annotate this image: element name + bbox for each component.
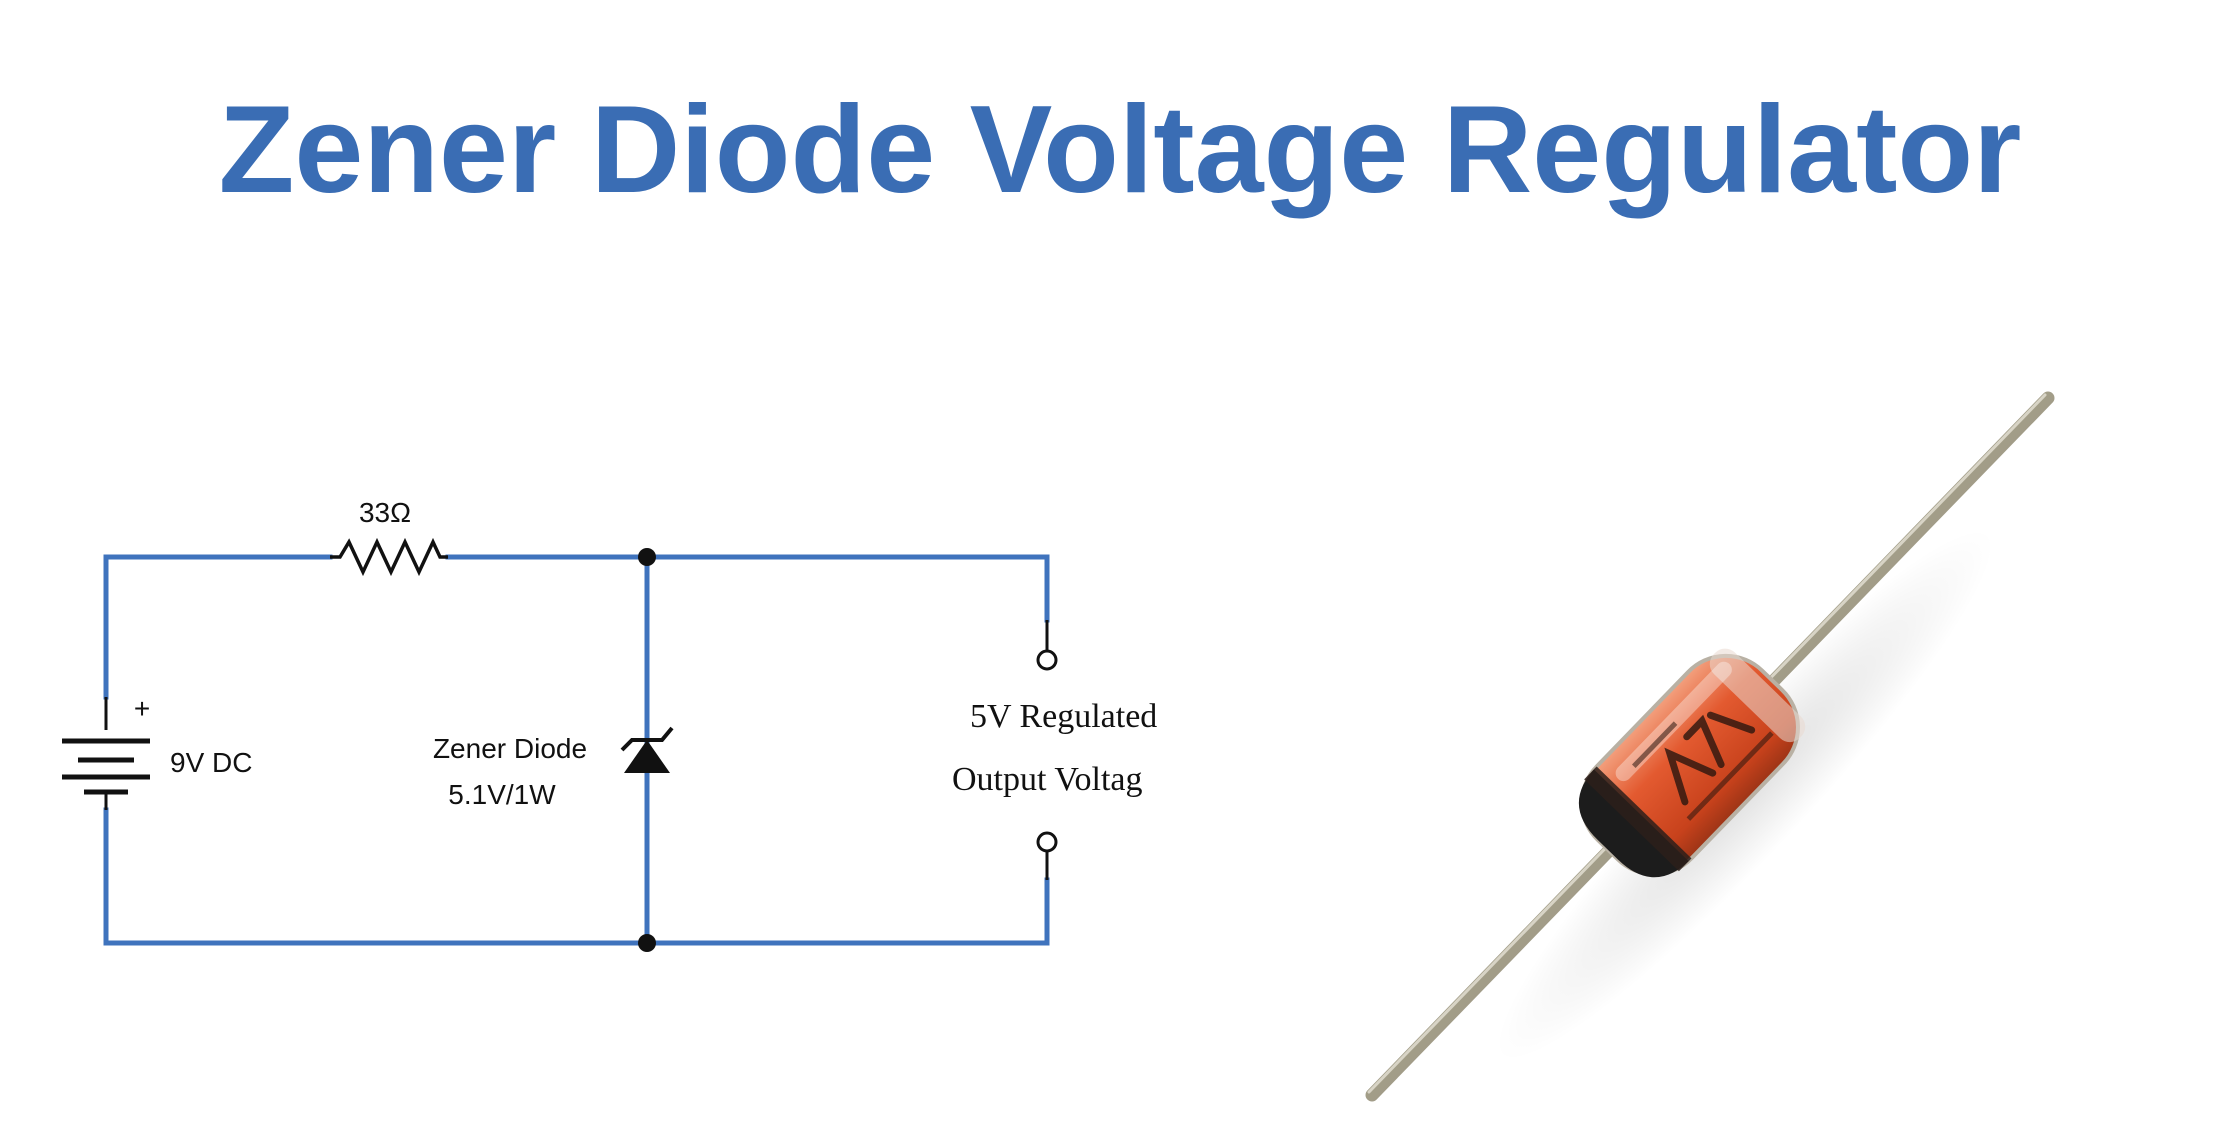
junction-dot-bottom	[638, 934, 656, 952]
battery-label: 9V DC	[170, 747, 252, 778]
output-label-line1: 5V Regulated	[970, 698, 1157, 735]
page-title: Zener Diode Voltage Regulator	[219, 81, 2022, 219]
resistor-icon	[330, 537, 448, 577]
battery-plus-label: +	[134, 693, 150, 724]
zener-label-line1: Zener Diode	[433, 733, 587, 764]
battery-icon	[62, 697, 150, 810]
zener-diode-icon	[620, 700, 674, 818]
wires	[103, 554, 1050, 946]
resistor-label: 33Ω	[359, 497, 411, 528]
circuit-schematic: 33Ω + 9V DC Zener Diode 5.1V/1W	[62, 497, 1157, 952]
junction-dot-top	[638, 548, 656, 566]
zener-diode-photo	[1365, 391, 2055, 1102]
output-terminal-top	[1036, 620, 1058, 671]
output-terminal-bottom	[1036, 831, 1058, 880]
zener-label-line2: 5.1V/1W	[448, 779, 556, 810]
output-label-line2: Output Voltag	[952, 761, 1143, 798]
